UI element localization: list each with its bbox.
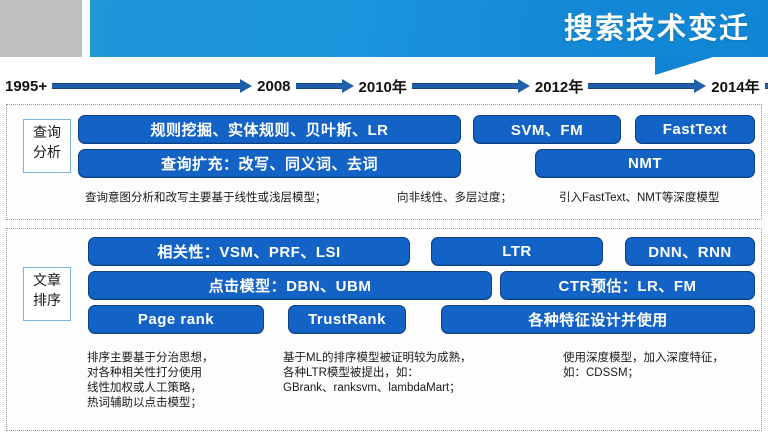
header: 搜索技术变迁 (0, 0, 768, 75)
timeline-arrow-4-icon (588, 79, 707, 93)
timeline: 1995+ 2008 2010年 2012年 2014年 (0, 72, 768, 100)
box-fasttext[interactable]: FastText (635, 115, 755, 144)
note-query-3: 引入FastText、NMT等深度模型 (559, 192, 720, 204)
timeline-arrow-1-icon (52, 79, 253, 93)
section-query-analysis: 查询 分析 规则挖掘、实体规则、贝叶斯、LR SVM、FM FastText 查… (6, 104, 762, 220)
section-label-line-1: 查询 (33, 126, 61, 141)
section-label-line-1: 文章 (33, 274, 61, 289)
note-query-1: 查询意图分析和改写主要基于线性或浅层模型； (85, 192, 327, 204)
header-gray-block (0, 0, 82, 57)
timeline-year-5: 2014年 (711, 78, 760, 96)
note-rank-1: 排序主要基于分治思想， 对各种相关性打分使用 线性加权或人工策略， 热词辅助以点… (87, 352, 214, 409)
section-label-line-2: 分析 (33, 146, 61, 161)
box-relevance[interactable]: 相关性：VSM、PRF、LSI (88, 237, 410, 266)
timeline-arrow-2-icon (295, 79, 354, 93)
box-svm-fm[interactable]: SVM、FM (473, 115, 621, 144)
box-trustrank[interactable]: TrustRank (288, 305, 406, 334)
timeline-arrow-3-icon (411, 79, 530, 93)
section-label-line-2: 排序 (33, 294, 61, 309)
box-page-rank[interactable]: Page rank (88, 305, 264, 334)
timeline-year-4: 2012年 (534, 78, 584, 96)
timeline-arrow-5-icon (764, 80, 768, 92)
timeline-year-1: 1995+ (5, 77, 48, 95)
timeline-year-3: 2010年 (358, 78, 407, 96)
note-rank-3: 使用深度模型，加入深度特征， 如：CDSSM； (563, 352, 724, 379)
note-query-2: 向非线性、多层过度； (397, 192, 512, 204)
box-ctr-prediction[interactable]: CTR预估：LR、FM (500, 271, 755, 300)
section-label-query-analysis: 查询 分析 (23, 119, 71, 173)
section-article-ranking: 文章 排序 相关性：VSM、PRF、LSI LTR DNN、RNN 点击模型：D… (6, 228, 762, 431)
header-banner (90, 0, 768, 57)
box-dnn-rnn[interactable]: DNN、RNN (625, 237, 755, 266)
section-label-article-ranking: 文章 排序 (23, 267, 71, 321)
box-rule-mining[interactable]: 规则挖掘、实体规则、贝叶斯、LR (78, 115, 461, 144)
page-title: 搜索技术变迁 (563, 13, 750, 45)
box-query-expansion[interactable]: 查询扩充：改写、同义词、去词 (78, 149, 461, 178)
banner-tail-icon (655, 57, 713, 75)
note-rank-2: 基于ML的排序模型被证明较为成熟， 各种LTR模型被提出，如： GBrank、r… (283, 352, 472, 394)
box-nmt[interactable]: NMT (535, 149, 755, 178)
box-click-model[interactable]: 点击模型：DBN、UBM (88, 271, 492, 300)
box-feature-design[interactable]: 各种特征设计并使用 (441, 305, 755, 334)
box-ltr[interactable]: LTR (431, 237, 603, 266)
timeline-year-2: 2008 (257, 77, 291, 95)
